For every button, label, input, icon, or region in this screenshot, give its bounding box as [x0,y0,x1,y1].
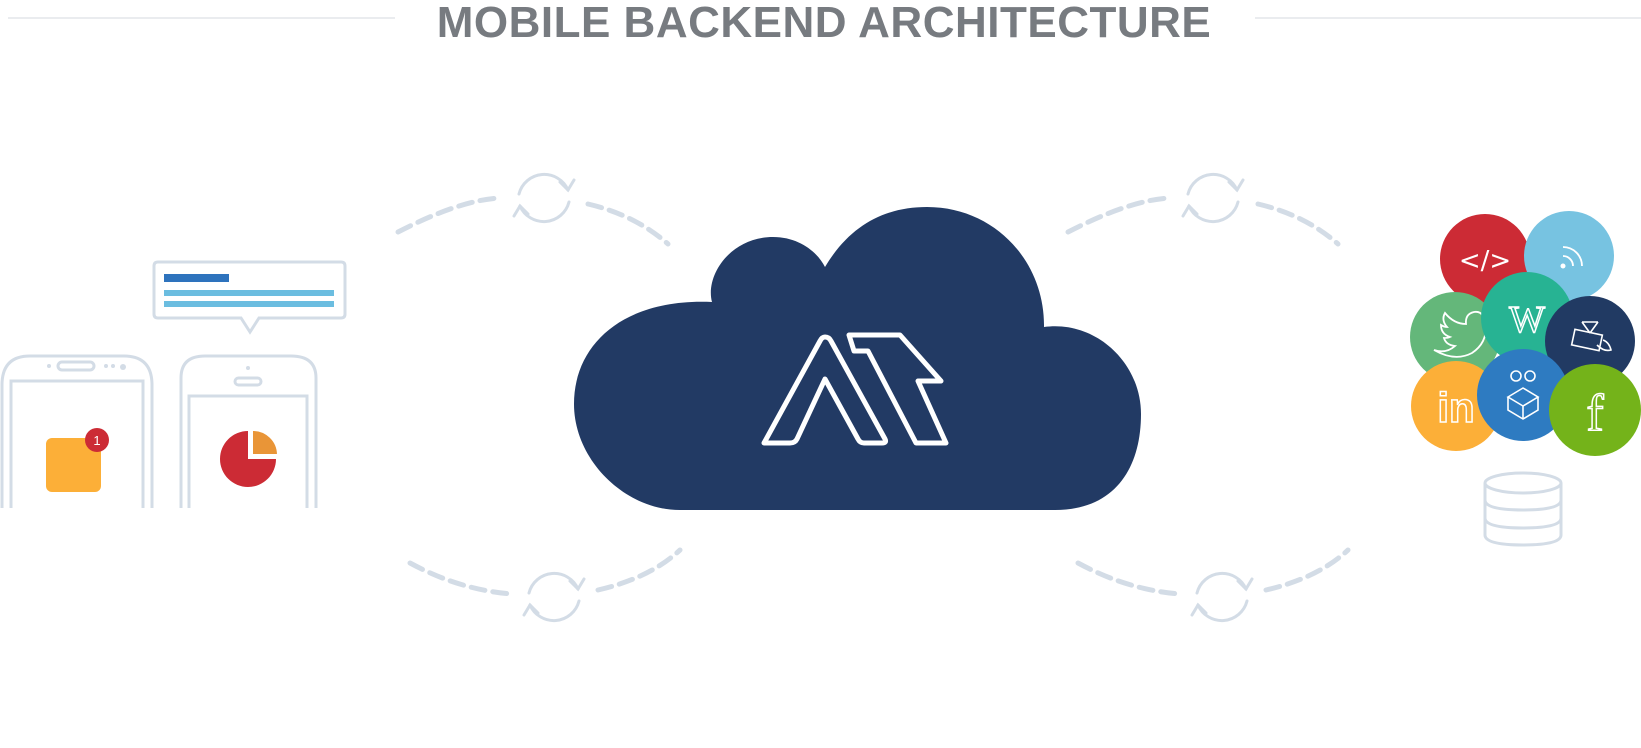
app-icon [46,438,101,492]
refresh-icon [522,572,586,622]
refresh-icon [512,173,576,223]
message-bubble [152,260,347,335]
refresh-icon [1190,572,1254,622]
sync-arc-bottom-right-b [1263,547,1351,593]
svg-text:W: W [1509,299,1545,341]
notification-badge-count: 1 [93,433,100,448]
dropbox-icon [1477,349,1569,441]
cloud-backend [574,207,1141,510]
svg-text:</>: </> [1459,246,1511,276]
facebook-icon: f [1549,364,1641,456]
logo-icon [761,332,949,446]
sync-arc-bottom-left [407,560,515,597]
sync-arc-top-left [395,195,503,235]
sync-arc-bottom-right [1075,560,1183,597]
database-icon [1483,471,1563,547]
sync-arc-top-right [1065,195,1173,235]
notification-badge [85,428,109,452]
svg-text:f: f [1586,385,1604,442]
sync-connectors [395,195,1351,597]
iphone [179,354,318,508]
svg-text:in: in [1437,384,1474,431]
android-phone [0,354,154,508]
page-title: MOBILE BACKEND ARCHITECTURE [437,0,1212,47]
integrations-cluster: </> W in [1410,211,1641,456]
cloud-shape [574,207,1141,510]
sync-arc-bottom-left-b [595,547,683,593]
mobile-devices: 1 [0,260,347,508]
refresh-icon [1181,173,1245,223]
pie-chart-icon [220,428,280,487]
sync-arc-top-left-b [585,201,671,247]
page-header: MOBILE BACKEND ARCHITECTURE [8,0,1641,47]
sync-arc-top-right-b [1255,201,1341,247]
payment-icon [1545,296,1635,386]
